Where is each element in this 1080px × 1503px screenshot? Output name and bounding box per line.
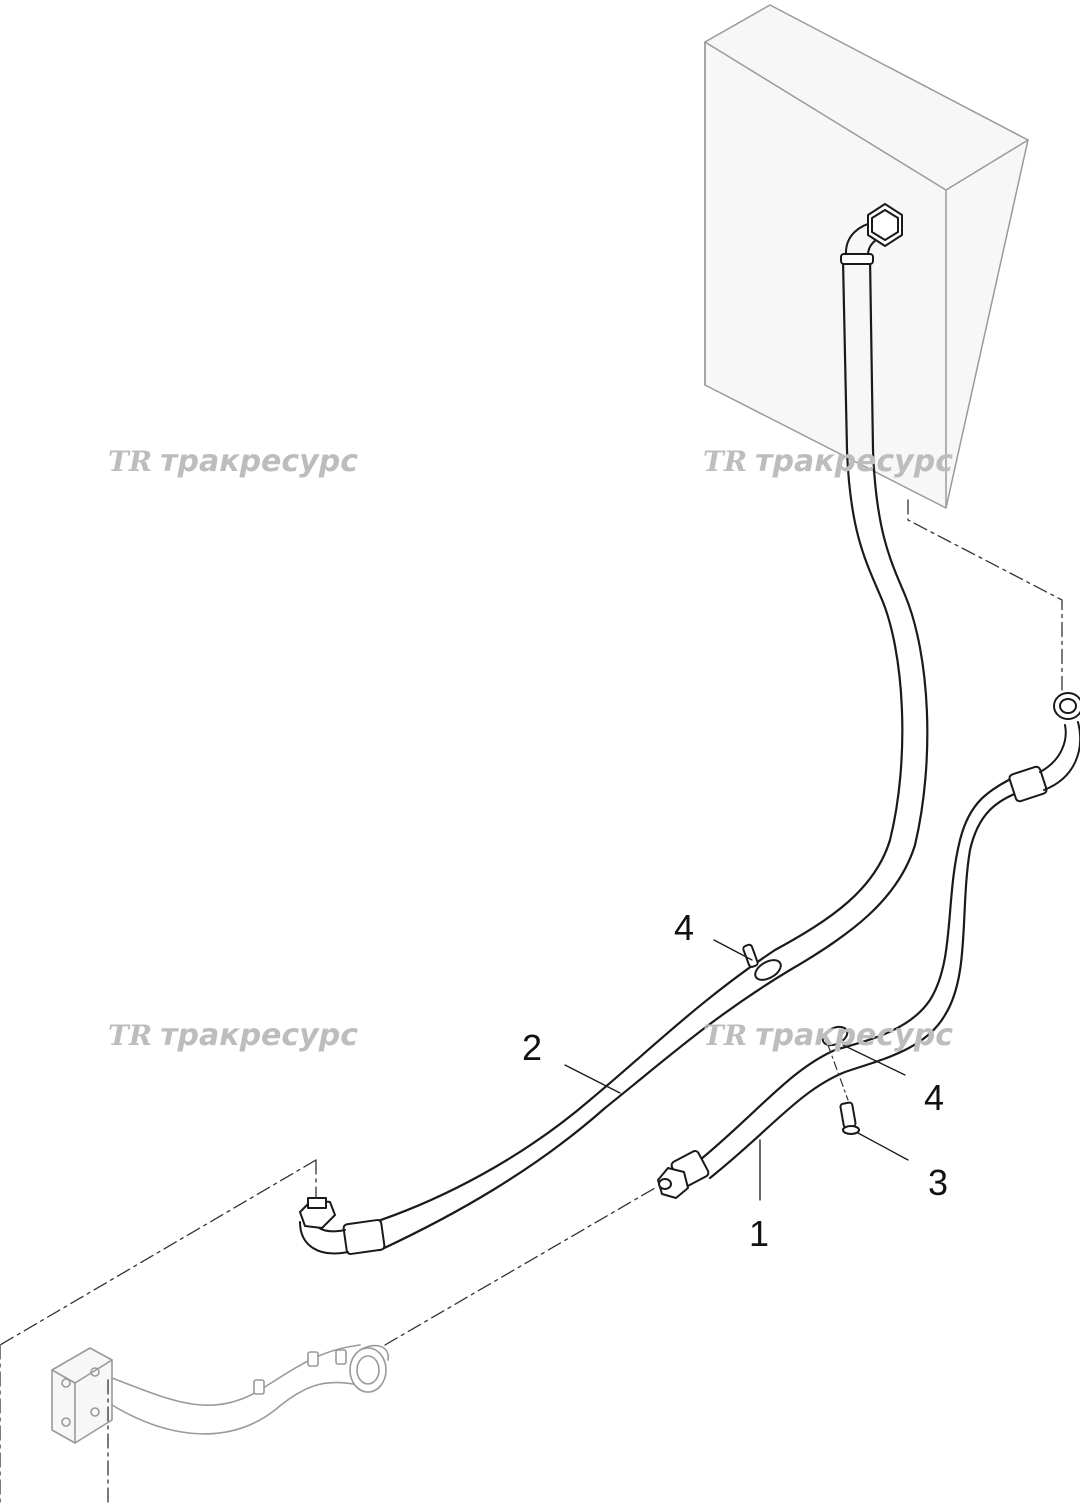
watermark-logo: TR xyxy=(108,1019,153,1052)
watermark-logo: TR xyxy=(703,445,748,478)
bolt-axis xyxy=(827,1044,849,1101)
alignment-lines-lower xyxy=(0,1159,656,1503)
watermark-logo: TR xyxy=(703,1019,748,1052)
clamp-lower xyxy=(821,1025,849,1047)
watermark-logo: TR xyxy=(108,445,153,478)
manifold-pipe xyxy=(51,1344,389,1444)
callout-3: 3 xyxy=(928,1162,949,1203)
callout-2: 2 xyxy=(522,1027,543,1068)
callout-1: 1 xyxy=(749,1213,770,1254)
hose-1 xyxy=(698,773,1027,1180)
alignment-line-box xyxy=(907,499,1063,691)
hose-2-lower-fitting xyxy=(299,1197,386,1255)
callout-4-lower: 4 xyxy=(924,1077,945,1118)
bolt xyxy=(839,1101,860,1135)
hose-2-upper-fitting xyxy=(840,203,903,265)
callout-4-upper: 4 xyxy=(674,907,695,948)
hose-1-lower-fitting xyxy=(657,1150,710,1199)
hose-1-upper-fitting xyxy=(1008,692,1080,803)
callout-leaders xyxy=(564,939,909,1201)
hose-2 xyxy=(373,256,929,1252)
